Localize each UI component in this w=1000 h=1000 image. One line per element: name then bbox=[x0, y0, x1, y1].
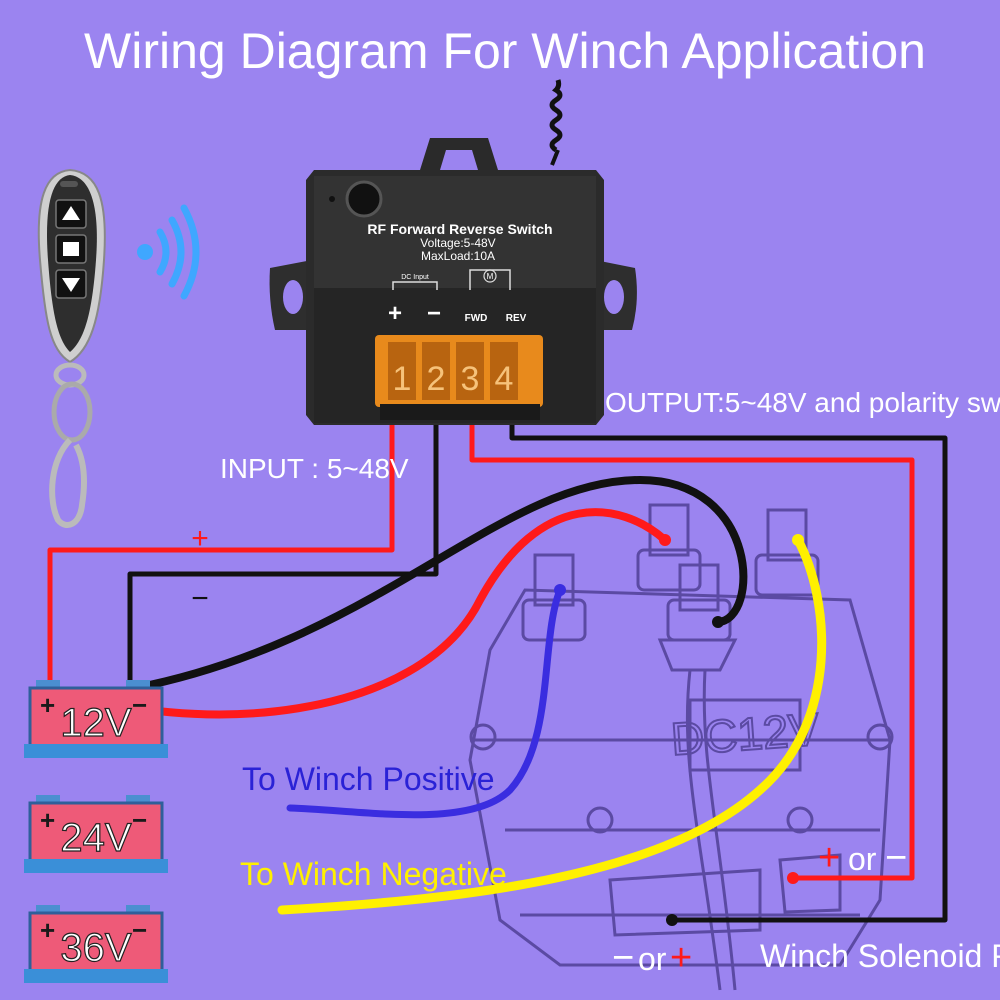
battery-plus-sign: + bbox=[40, 690, 55, 720]
wires bbox=[41, 417, 948, 923]
lower-or-label: or bbox=[638, 941, 667, 977]
terminal-labels: +1 − 2 FWD 3 REV 4 bbox=[388, 300, 527, 398]
terminal-number-4: 4 bbox=[495, 360, 514, 398]
blue-terminal-dot bbox=[554, 584, 566, 596]
battery-voltage-label: 36V bbox=[60, 926, 131, 970]
input-minus-sign: − bbox=[191, 582, 209, 615]
red-input-wire bbox=[47, 417, 395, 693]
black-input-wire bbox=[127, 417, 439, 693]
winch-negative-label: To Winch Negative bbox=[240, 856, 507, 892]
battery-minus-sign: − bbox=[132, 805, 147, 835]
module-maxload: MaxLoad:10A bbox=[421, 249, 495, 263]
remote-control bbox=[37, 168, 106, 528]
output-label: OUTPUT:5~48V and polarity switching bbox=[605, 387, 1000, 418]
terminal-number-1: 1 bbox=[393, 360, 412, 398]
solenoid-voltage-label: DC12V bbox=[669, 703, 821, 765]
stop-square-icon bbox=[63, 242, 79, 256]
terminal-label-4: REV bbox=[506, 313, 527, 324]
battery-plus-sign: + bbox=[40, 915, 55, 945]
lower-minus-sign: − bbox=[612, 937, 634, 979]
battery-minus-sign: − bbox=[132, 690, 147, 720]
upper-plus-sign: + bbox=[818, 837, 840, 879]
up-arrow-icon bbox=[62, 206, 80, 220]
yellow-terminal-dot bbox=[792, 534, 804, 546]
upper-minus-sign: − bbox=[885, 837, 907, 879]
solenoid-black-dot bbox=[666, 914, 678, 926]
terminal-label-2: − bbox=[427, 300, 441, 327]
wireless-signal-icon bbox=[137, 204, 200, 300]
module-voltage: Voltage:5-48V bbox=[420, 236, 495, 250]
black-output-wire bbox=[509, 417, 948, 923]
battery-12v: + −12V bbox=[24, 680, 168, 758]
lower-plus-sign: + bbox=[670, 937, 692, 979]
terminal-number-3: 3 bbox=[461, 360, 480, 398]
solenoid-relay-label: Winch Solenoid Relay bbox=[760, 938, 1000, 974]
rf-switch-module bbox=[269, 79, 637, 425]
terminal-number-2: 2 bbox=[427, 360, 446, 398]
battery-minus-sign: − bbox=[132, 915, 147, 945]
input-plus-sign: + bbox=[191, 522, 209, 555]
terminal-label-3: FWD bbox=[465, 313, 488, 324]
battery-24v: + −24V bbox=[24, 795, 168, 873]
upper-or-label: or bbox=[848, 841, 877, 877]
black-terminal-dot bbox=[712, 616, 724, 628]
battery-36v: + −36V bbox=[24, 905, 168, 983]
blue-wire bbox=[286, 586, 564, 819]
black-battery-wire bbox=[131, 476, 748, 692]
down-arrow-icon bbox=[62, 278, 80, 292]
solenoid-red-dot bbox=[787, 872, 799, 884]
motor-symbol: M bbox=[487, 272, 494, 281]
red-output-wire bbox=[469, 417, 915, 881]
red-battery-wire bbox=[41, 508, 669, 719]
batteries: +−12V+−24V+−36V bbox=[24, 680, 168, 983]
battery-voltage-label: 24V bbox=[60, 816, 131, 860]
red-terminal-dot bbox=[659, 534, 671, 546]
dc-input-label: DC Input bbox=[401, 274, 429, 281]
input-label: INPUT : 5~48V bbox=[220, 453, 409, 484]
diagram-title: Wiring Diagram For Winch Application bbox=[84, 23, 926, 79]
yellow-wire bbox=[277, 535, 827, 915]
battery-voltage-label: 12V bbox=[60, 701, 131, 745]
battery-plus-sign: + bbox=[40, 805, 55, 835]
winch-positive-label: To Winch Positive bbox=[242, 761, 495, 797]
module-name: RF Forward Reverse Switch bbox=[367, 221, 552, 237]
terminal-label-1: + bbox=[388, 300, 402, 327]
